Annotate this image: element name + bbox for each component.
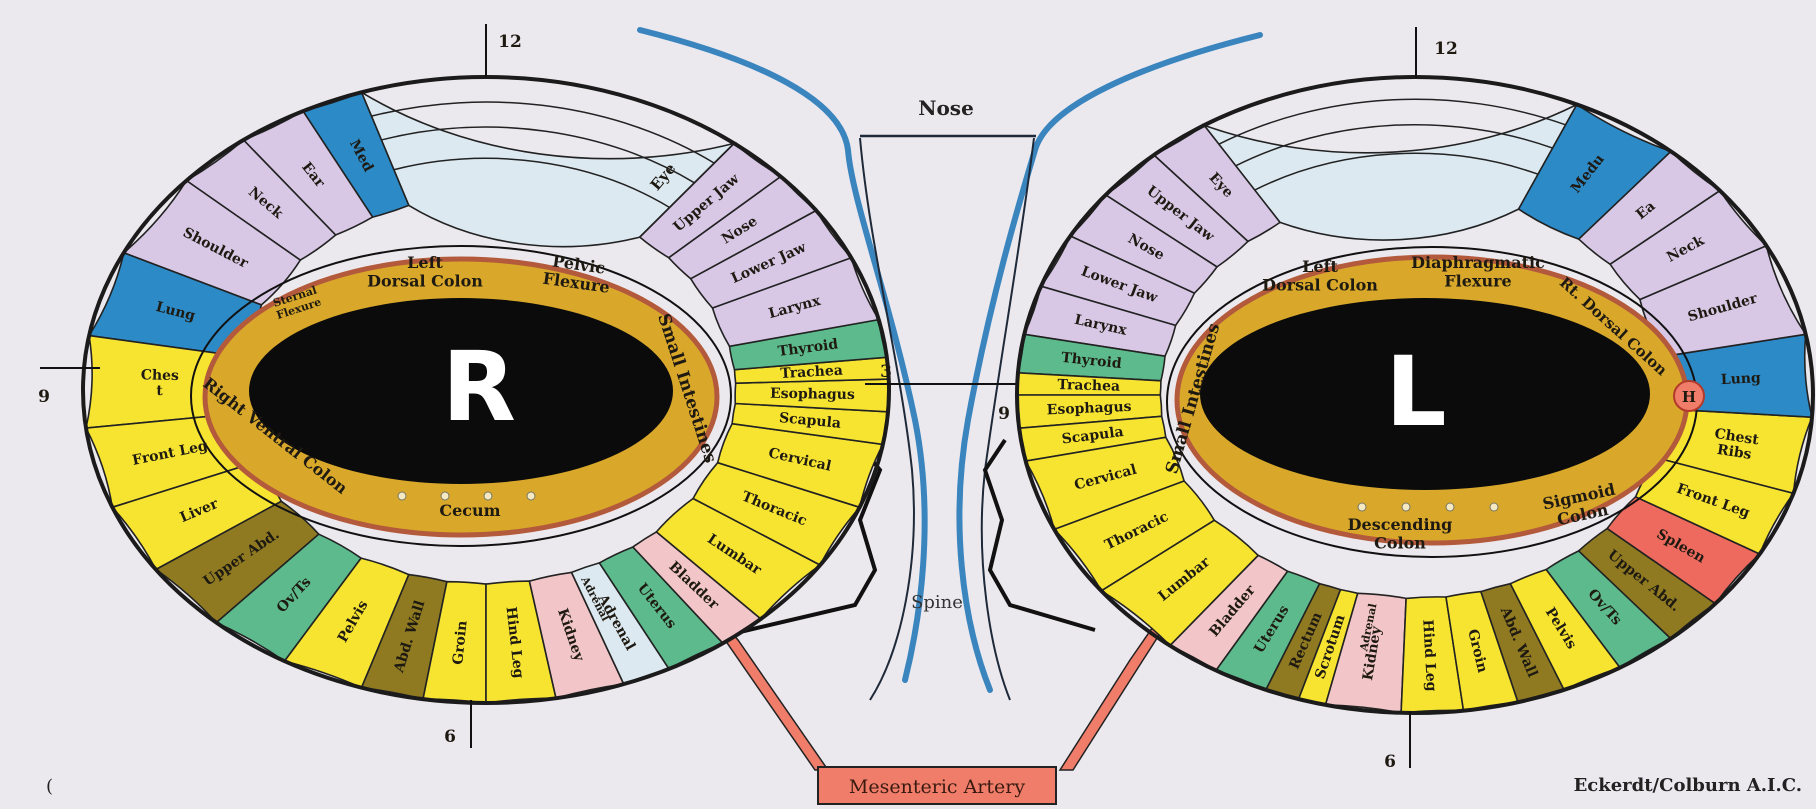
right-nose-stroke <box>956 32 1263 693</box>
r-cecum-dot-4 <box>526 491 536 501</box>
left-eye-letter: L <box>1385 336 1446 448</box>
left-spine-brace <box>982 438 1096 632</box>
l-label-hind-leg: Hind Leg <box>1419 619 1439 692</box>
r-label-chest-line-2: t <box>156 383 163 399</box>
corner-mark: ( <box>46 776 53 797</box>
left-eye-sectors <box>1016 98 1814 714</box>
r-label-chest: Chest <box>140 367 179 399</box>
l-inner-descending-colon-line-1: Descending <box>1348 515 1453 534</box>
l-inner-left-dorsal-colon-line-2: Dorsal Colon <box>1262 275 1378 294</box>
r-inner-cecum: Cecum <box>439 501 500 520</box>
l-clock-9: 9 <box>998 404 1010 424</box>
r-label-esophagus: Esophagus <box>770 386 855 403</box>
r-cecum-dot-2 <box>440 491 450 501</box>
right-eye-letter: R <box>442 331 516 443</box>
l-label-esophagus: Esophagus <box>1046 399 1131 419</box>
l-colon-dot-4 <box>1489 502 1499 512</box>
r-brain-arc-2 <box>381 126 695 184</box>
l-inner-diaphragmatic-flexure-line-2: Flexure <box>1444 271 1511 290</box>
l-label-scapula: Scapula <box>1061 424 1125 448</box>
r-clock-3: 3 <box>880 362 892 382</box>
right-eye-clock: 12 3 6 9 <box>38 24 1030 748</box>
r-label-chest-line-1: Ches <box>141 367 180 384</box>
artery-label-box <box>817 766 1057 805</box>
left-eye-pupil <box>1200 298 1650 490</box>
r-inner-left-dorsal-colon-line-2: Dorsal Colon <box>367 271 483 290</box>
l-label-chest-ribs-line-2: Ribs <box>1716 442 1753 463</box>
l-sector-medu <box>1517 103 1673 241</box>
r-cecum-dot-3 <box>483 491 493 501</box>
l-inner-descending-colon-line-2: Colon <box>1374 533 1426 552</box>
r-brain-arc-1 <box>393 157 670 209</box>
l-inner-diaphragmatic-flexure-line-1: Diaphragmatic <box>1411 253 1545 272</box>
r-brain-arc-3 <box>371 101 715 164</box>
right-eye-pupil <box>249 298 673 484</box>
right-eye-zone-ring <box>190 245 732 547</box>
l-colon-dot-1 <box>1357 502 1367 512</box>
r-label-hind-leg: Hind Leg <box>503 606 527 679</box>
r-brain-zone <box>359 90 737 248</box>
l-label-trachea: Trachea <box>1057 377 1120 395</box>
l-colon-dot-3 <box>1445 502 1455 512</box>
left-nose-inner <box>859 137 915 701</box>
r-label-thyroid: Thyroid <box>777 336 839 360</box>
r-label-trachea: Trachea <box>780 363 843 382</box>
r-inner-left-dorsal-colon-line-1: Left <box>407 253 443 272</box>
l-brain-arc-1 <box>1254 152 1539 191</box>
l-label-thyroid: Thyroid <box>1060 350 1122 372</box>
r-label-scapula: Scapula <box>778 410 841 432</box>
l-brain-arc-3 <box>1218 98 1566 145</box>
l-brain-arc-2 <box>1235 123 1553 167</box>
left-eye-h-label: H <box>1682 388 1696 406</box>
left-nose-stroke <box>637 27 928 683</box>
r-clock-9: 9 <box>38 387 50 407</box>
l-label-chest-ribs: ChestRibs <box>1711 426 1760 464</box>
right-nose-inner <box>980 137 1035 701</box>
l-clock-6: 6 <box>1384 752 1396 772</box>
r-clock-6: 6 <box>444 727 456 747</box>
left-eye-h-marker <box>1673 380 1705 412</box>
credit-line: Eckerdt/Colburn A.I.C. <box>1574 775 1802 796</box>
artery-label: Mesenteric Artery <box>849 776 1025 798</box>
l-colon-dot-2 <box>1401 502 1411 512</box>
l-label-chest-ribs-line-1: Chest <box>1713 426 1760 449</box>
l-label-lung: Lung <box>1720 370 1761 388</box>
nose-label: Nose <box>918 96 974 120</box>
r-clock-12: 12 <box>498 32 522 52</box>
left-eye-clock: 12 6 9 <box>998 27 1458 772</box>
l-brain-zone <box>1201 102 1579 241</box>
l-clock-12: 12 <box>1434 39 1458 59</box>
r-cecum-dot-1 <box>397 491 407 501</box>
r-label-groin: Groin <box>450 620 470 666</box>
spine-label: Spine <box>911 592 963 613</box>
l-inner-left-dorsal-colon-line-1: Left <box>1302 257 1338 276</box>
